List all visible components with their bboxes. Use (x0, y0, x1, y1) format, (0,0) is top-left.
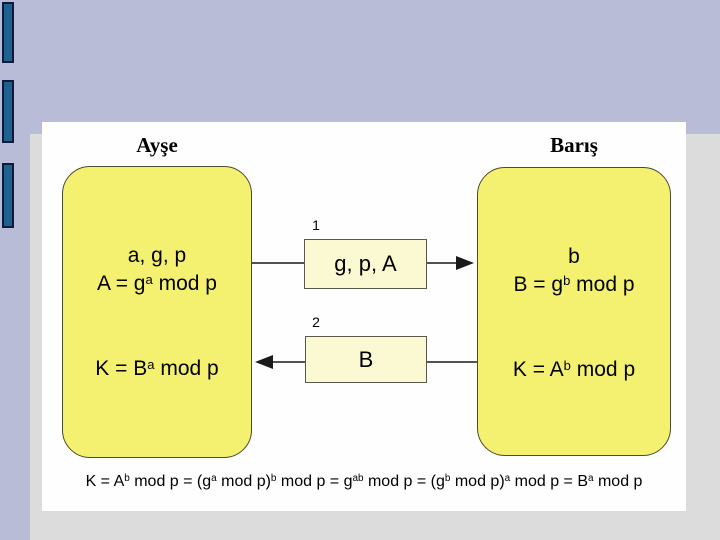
party-title-ayse: Ayşe (136, 133, 178, 157)
baris-key-compute: K = Ab mod p (512, 357, 636, 382)
party-title-baris: Barış (550, 133, 598, 157)
diagram-panel: Ayşe Barış a, g, p A = ga mod p K = Ba m… (42, 122, 686, 511)
message-step-1: 1 (312, 217, 320, 233)
party-box-baris: b B = gb mod p K = Ab mod p (477, 167, 671, 456)
ayse-public-compute: A = ga mod p (97, 271, 217, 296)
baris-public-compute: B = gb mod p (513, 272, 635, 297)
key-equality-formula: K = Ab mod p = (ga mod p)b mod p = gab m… (85, 473, 643, 490)
ayse-secret-values: a, g, p (127, 244, 187, 267)
accent-bar-1 (2, 2, 14, 63)
party-box-ayse: a, g, p A = ga mod p K = Ba mod p (62, 166, 252, 458)
message-box-1: g, p, A (304, 239, 427, 289)
message-step-2: 2 (312, 314, 320, 330)
accent-bar-3 (2, 163, 14, 228)
message-1-content: g, p, A (334, 251, 397, 276)
accent-bar-2 (2, 80, 14, 143)
ayse-key-compute: K = Ba mod p (95, 356, 219, 381)
message-box-2: B (305, 336, 427, 383)
baris-secret-values: b (568, 245, 580, 268)
message-2-content: B (358, 346, 374, 372)
